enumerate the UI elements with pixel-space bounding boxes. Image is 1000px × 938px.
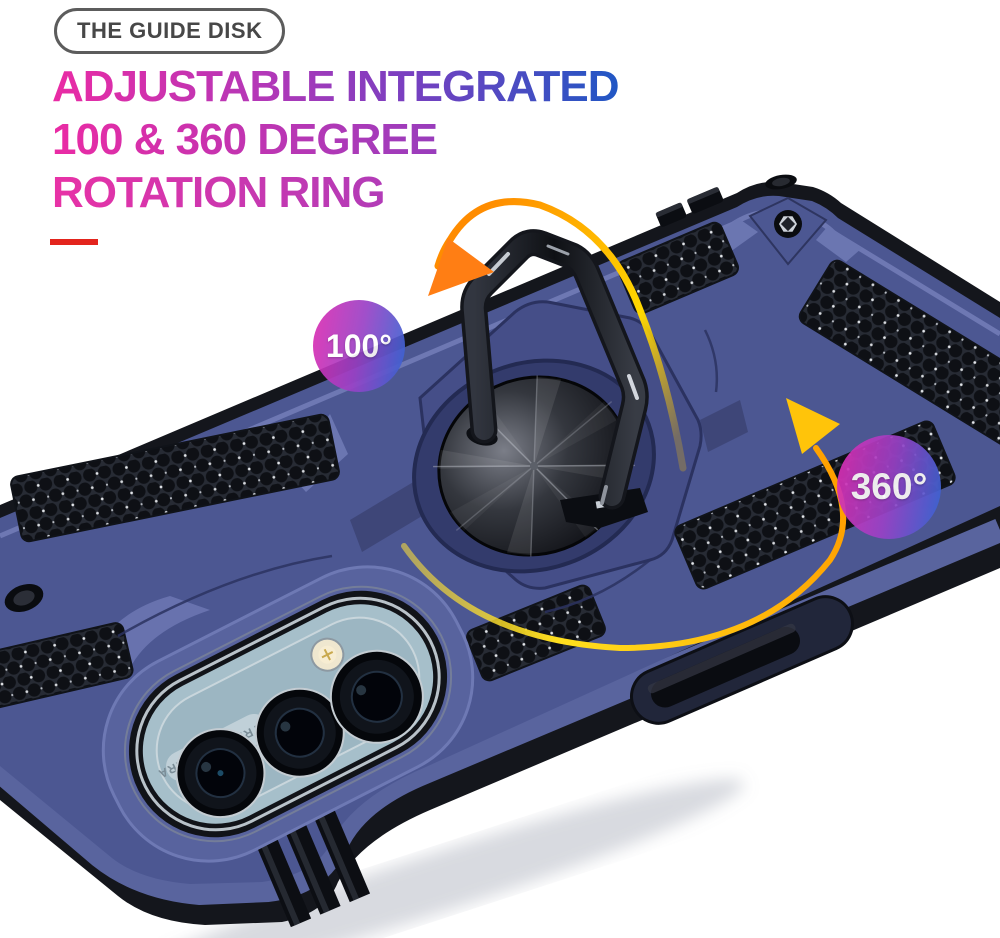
red-underline [50,239,98,245]
camera-flash [310,637,345,672]
side-button-volume [655,187,724,227]
armor-facets-dark [350,400,748,552]
hex-screw-accent [774,210,802,238]
corner-screw-hole [765,174,797,190]
angle-badge-100: 100° [313,300,405,392]
angle-badge-100-label: 100° [325,327,393,364]
headline: ADJUSTABLE INTEGRATED 100 & 360 DEGREE R… [52,60,619,219]
angle-badge-360-label: 360° [850,466,928,507]
ring-arch [460,229,649,510]
rotation-arrow-360-icon [401,398,847,652]
headline-line-1: ADJUSTABLE INTEGRATED [52,62,619,111]
brand-badge: THE GUIDE DISK [54,8,286,54]
camera-lens [175,728,266,819]
headline-line-2: 100 & 360 DEGREE [52,113,619,166]
camera-lens [329,649,424,744]
panel-grooves [117,329,719,638]
camera-module: AI TRIPLE CAMERA [101,565,475,863]
rotation-arrow-100-icon [428,198,687,472]
angle-badge-360: 360° [837,435,941,539]
side-button-power [630,595,854,725]
headline-line-3: ROTATION RING [52,166,619,219]
brand-badge-label: THE GUIDE DISK [77,18,263,43]
edge-screw-accent [4,583,44,613]
